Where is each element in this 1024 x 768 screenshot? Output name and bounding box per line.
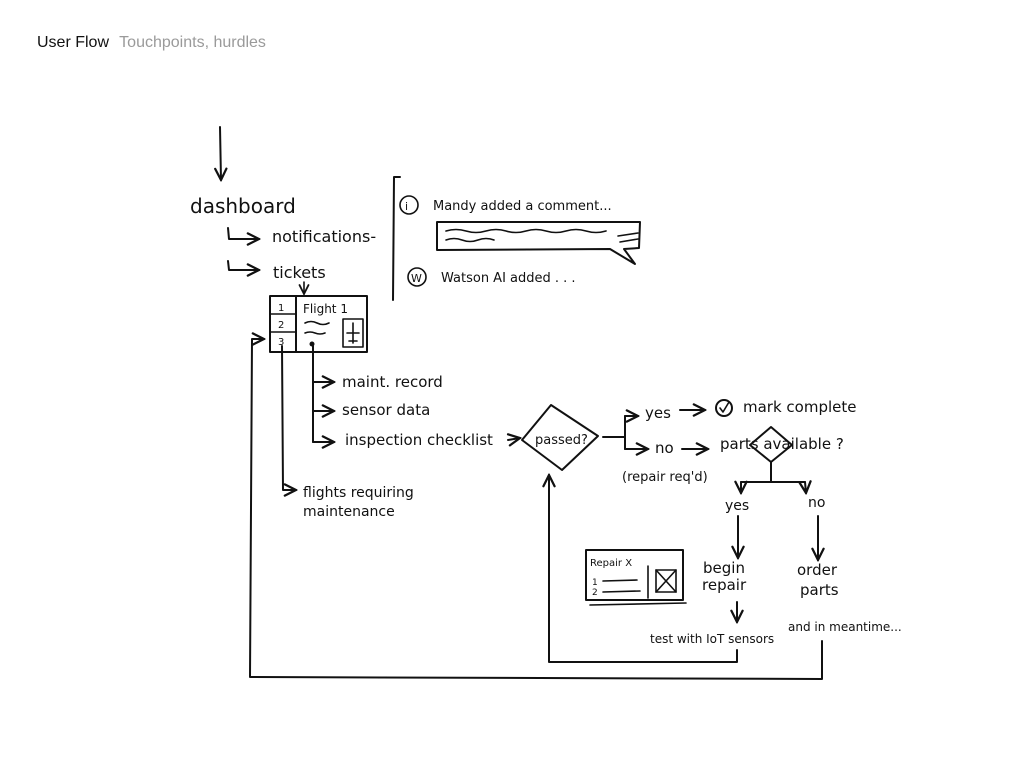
tickets-connector bbox=[227, 260, 259, 270]
ticket-row-2: 2 bbox=[278, 320, 284, 331]
repair-card: Repair X 1 2 bbox=[585, 549, 687, 606]
inspection-checklist-label: inspection checklist bbox=[345, 431, 493, 449]
ticket-card-scribble-1 bbox=[304, 320, 330, 326]
checkmark-tick bbox=[719, 401, 730, 413]
decision-split bbox=[602, 415, 626, 450]
parts-no-arrow bbox=[805, 482, 806, 493]
flights-requiring-connector bbox=[281, 345, 296, 490]
test-iot-label: test with IoT sensors bbox=[650, 632, 774, 646]
comment-notification: Mandy added a comment... bbox=[433, 199, 612, 214]
ai-notification: Watson AI added . . . bbox=[441, 271, 576, 286]
ticket-row-1: 1 bbox=[278, 303, 284, 314]
notifications-label: notifications- bbox=[272, 227, 376, 246]
page-subtitle: Touchpoints, hurdles bbox=[119, 34, 266, 51]
image-placeholder-cross bbox=[655, 569, 677, 593]
page-header: User Flow Touchpoints, hurdles bbox=[37, 34, 266, 52]
comment-speech-bubble bbox=[436, 221, 641, 265]
entry-arrow bbox=[220, 126, 221, 180]
order-parts-line-1: order bbox=[797, 561, 838, 579]
notification-panel-bracket bbox=[392, 176, 401, 301]
plane-icon-frame bbox=[342, 318, 364, 348]
passed-decision-diamond bbox=[521, 404, 599, 471]
comment-scribble-line-1 bbox=[445, 228, 607, 234]
repair-required-label: (repair req'd) bbox=[622, 470, 708, 485]
checkmark-icon bbox=[715, 399, 733, 417]
yes-branch-label: yes bbox=[645, 404, 671, 422]
meantime-loop-back-arrow bbox=[249, 339, 823, 680]
repair-card-line-2 bbox=[602, 590, 641, 593]
sensor-data-label: sensor data bbox=[342, 401, 430, 419]
flights-requiring-line-1: flights requiring bbox=[303, 485, 414, 501]
repair-card-title: Repair X bbox=[590, 558, 632, 569]
comment-scribble-line-2 bbox=[445, 237, 495, 243]
ticket-card-scribble-2 bbox=[304, 331, 326, 335]
image-placeholder-icon bbox=[655, 569, 677, 593]
watson-avatar-glyph: W bbox=[411, 272, 422, 285]
begin-repair-line-2: repair bbox=[702, 576, 747, 594]
watson-avatar-icon bbox=[407, 267, 427, 287]
test-loop-back-arrow bbox=[549, 475, 738, 663]
parts-split bbox=[740, 461, 806, 483]
tickets-label: tickets bbox=[273, 263, 326, 282]
order-parts-line-2: parts bbox=[800, 581, 839, 599]
ticket-row-3: 3 bbox=[278, 337, 284, 348]
parts-yes-label: yes bbox=[725, 498, 749, 514]
ticket-card: 1 2 3 Flight 1 bbox=[269, 295, 368, 353]
repair-card-row-1: 1 bbox=[592, 578, 598, 588]
no-branch-label: no bbox=[655, 439, 674, 457]
comment-scribble-line-3 bbox=[617, 232, 639, 243]
meantime-label: and in meantime... bbox=[788, 620, 902, 634]
parts-no-label: no bbox=[808, 495, 825, 511]
repair-card-frame bbox=[585, 549, 684, 601]
mandy-avatar-icon bbox=[399, 195, 419, 215]
repair-card-line-1 bbox=[602, 579, 638, 582]
notifications-connector bbox=[227, 227, 259, 239]
checklist-to-decision-arrow bbox=[508, 438, 520, 440]
maint-record-label: maint. record bbox=[342, 373, 443, 391]
flights-requiring-line-2: maintenance bbox=[303, 504, 395, 520]
parts-available-label: parts available ? bbox=[720, 435, 844, 453]
dashboard-label: dashboard bbox=[190, 194, 296, 218]
page-title: User Flow bbox=[37, 34, 110, 51]
ticket-card-title: Flight 1 bbox=[303, 302, 348, 316]
begin-repair-line-1: begin bbox=[703, 559, 745, 577]
mandy-avatar-glyph: i bbox=[405, 200, 408, 213]
passed-decision-label: passed? bbox=[535, 433, 588, 448]
ticket-card-frame bbox=[269, 295, 368, 353]
repair-card-row-2: 2 bbox=[592, 588, 598, 598]
repair-card-underline bbox=[589, 602, 687, 606]
plane-icon bbox=[346, 322, 360, 344]
mark-complete-label: mark complete bbox=[743, 398, 857, 416]
